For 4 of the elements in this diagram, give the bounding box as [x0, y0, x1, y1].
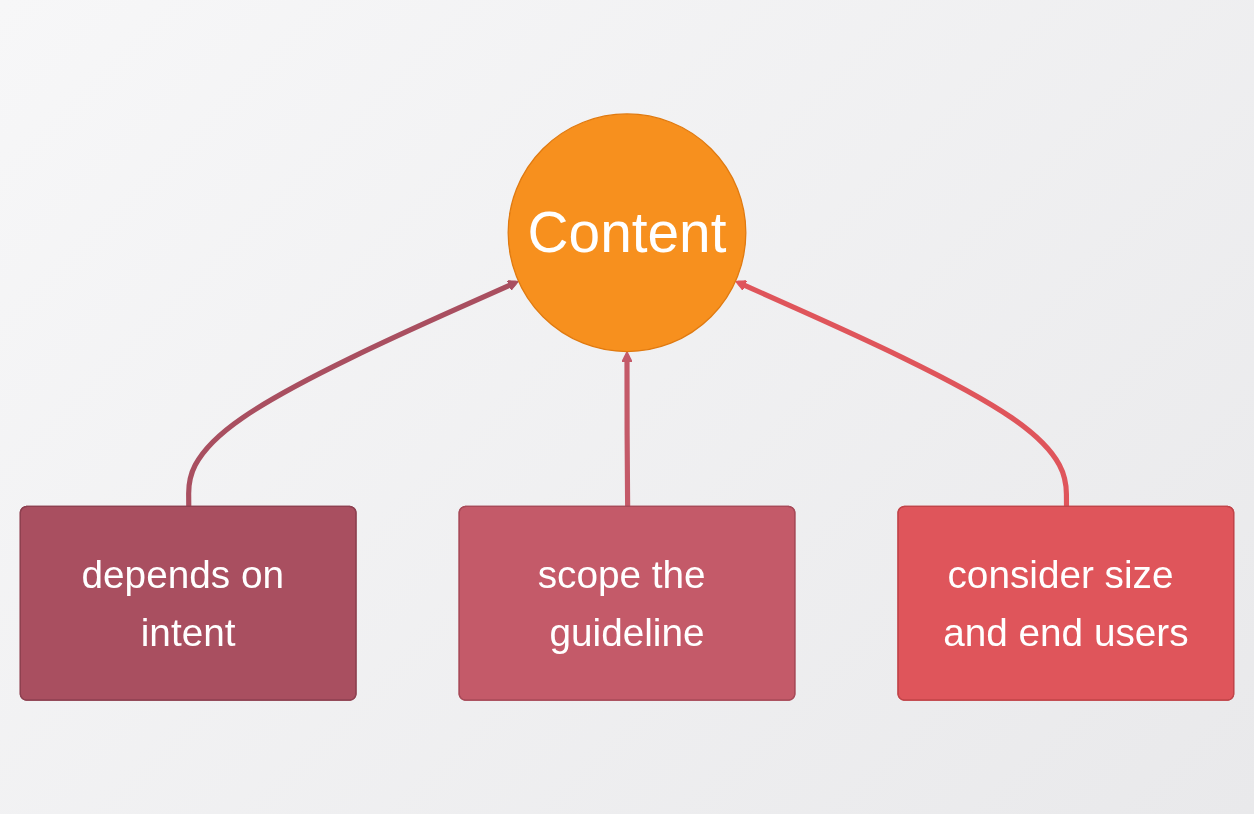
- arrow: [734, 280, 1070, 508]
- arrow: [186, 280, 520, 508]
- arrow: [621, 351, 633, 508]
- node-circle: Content: [507, 113, 747, 353]
